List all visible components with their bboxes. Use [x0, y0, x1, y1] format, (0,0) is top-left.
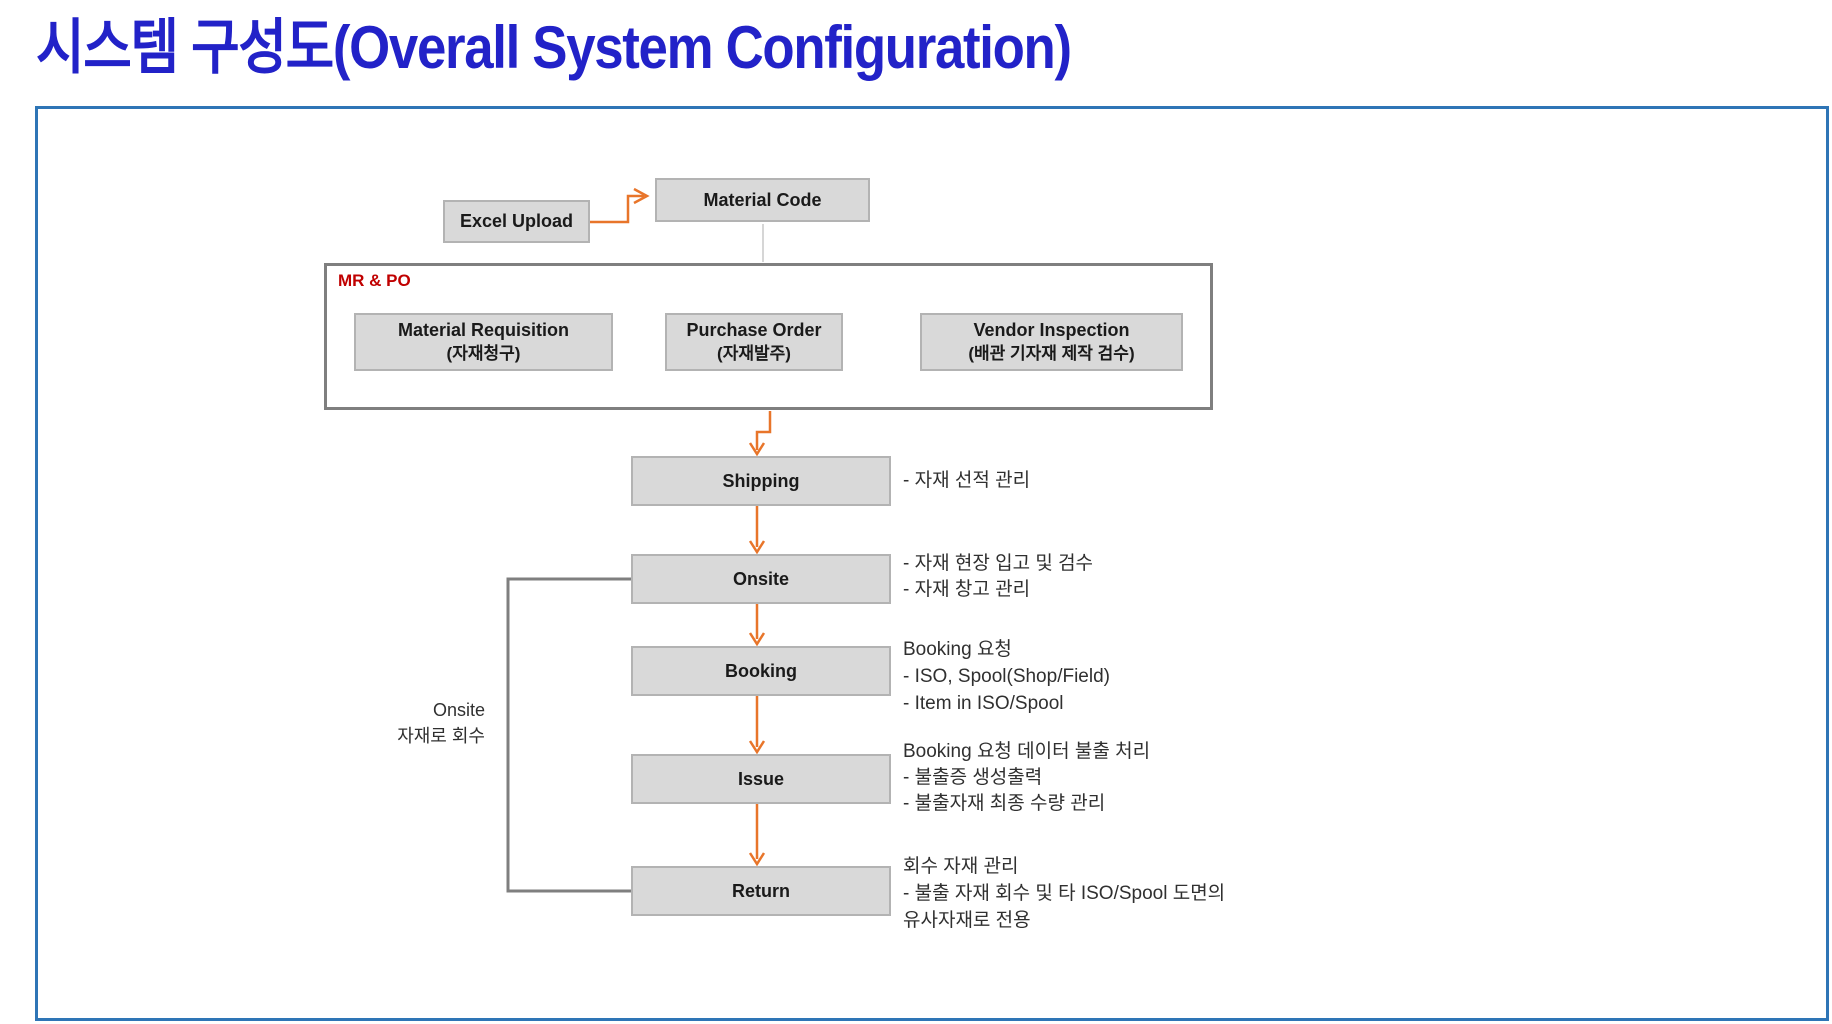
note-line: - ISO, Spool(Shop/Field) — [903, 666, 1110, 687]
box-return: Return — [631, 866, 891, 916]
box-vendor-inspection: Vendor Inspection (배관 기자재 제작 검수) — [920, 313, 1183, 371]
box-excel-upload: Excel Upload — [443, 200, 590, 243]
box-label-ko: (자재청구) — [446, 344, 521, 363]
note-onsite: - 자재 현장 입고 및 검수 - 자재 창고 관리 — [903, 551, 1093, 603]
box-label: Excel Upload — [459, 211, 574, 231]
note-line: 유사자재로 전용 — [903, 910, 1031, 931]
box-label: Material Code — [703, 189, 822, 210]
note-line: Booking 요청 — [903, 639, 1012, 660]
box-label-ko: (배관 기자재 제작 검수) — [968, 344, 1135, 363]
note-line: 회수 자재 관리 — [903, 856, 1019, 877]
note-shipping: - 자재 선적 관리 — [903, 468, 1030, 494]
note-line: - 불출자재 최종 수량 관리 — [903, 793, 1106, 814]
mrpo-container: MR & PO Material Requisition (자재청구) Purc… — [324, 263, 1213, 410]
box-label: Booking — [725, 660, 797, 681]
loop-label-line: 자재로 회수 — [397, 726, 485, 746]
note-line: - 불출증 생성출력 — [903, 767, 1043, 788]
note-line: - 자재 현장 입고 및 검수 — [903, 553, 1094, 574]
note-line: - 불출 자재 회수 및 타 ISO/Spool 도면의 — [903, 883, 1226, 904]
box-label: Shipping — [722, 470, 800, 491]
note-line: - 자재 선적 관리 — [903, 470, 1031, 491]
note-line: - Item in ISO/Spool — [903, 693, 1064, 714]
box-label: Issue — [737, 768, 785, 789]
box-label: Onsite — [732, 568, 789, 589]
box-label-en: Vendor Inspection — [973, 320, 1130, 340]
box-material-requisition: Material Requisition (자재청구) — [354, 313, 613, 371]
note-return: 회수 자재 관리 - 불출 자재 회수 및 타 ISO/Spool 도면의 유사… — [903, 853, 1225, 934]
note-line: Booking 요청 데이터 불출 처리 — [903, 741, 1151, 762]
box-purchase-order: Purchase Order (자재발주) — [665, 313, 843, 371]
content-frame — [35, 106, 1829, 1021]
note-line: - 자재 창고 관리 — [903, 579, 1031, 600]
box-label-ko: (자재발주) — [717, 344, 791, 363]
loop-label-line: Onsite — [432, 700, 485, 720]
mrpo-label: MR & PO — [338, 271, 411, 290]
box-shipping: Shipping — [631, 456, 891, 506]
box-material-code: Material Code — [655, 178, 870, 222]
box-label: Return — [732, 880, 790, 901]
box-label-en: Material Requisition — [397, 320, 570, 340]
page-title: 시스템 구성도(Overall System Configuration) — [36, 14, 1072, 81]
loop-label: Onsite 자재로 회수 — [310, 697, 485, 749]
note-booking: Booking 요청 - ISO, Spool(Shop/Field) - It… — [903, 636, 1110, 717]
box-onsite: Onsite — [631, 554, 891, 604]
note-issue: Booking 요청 데이터 불출 처리 - 불출증 생성출력 - 불출자재 최… — [903, 739, 1150, 817]
box-issue: Issue — [631, 754, 891, 804]
box-label-en: Purchase Order — [686, 320, 822, 340]
box-booking: Booking — [631, 646, 891, 696]
